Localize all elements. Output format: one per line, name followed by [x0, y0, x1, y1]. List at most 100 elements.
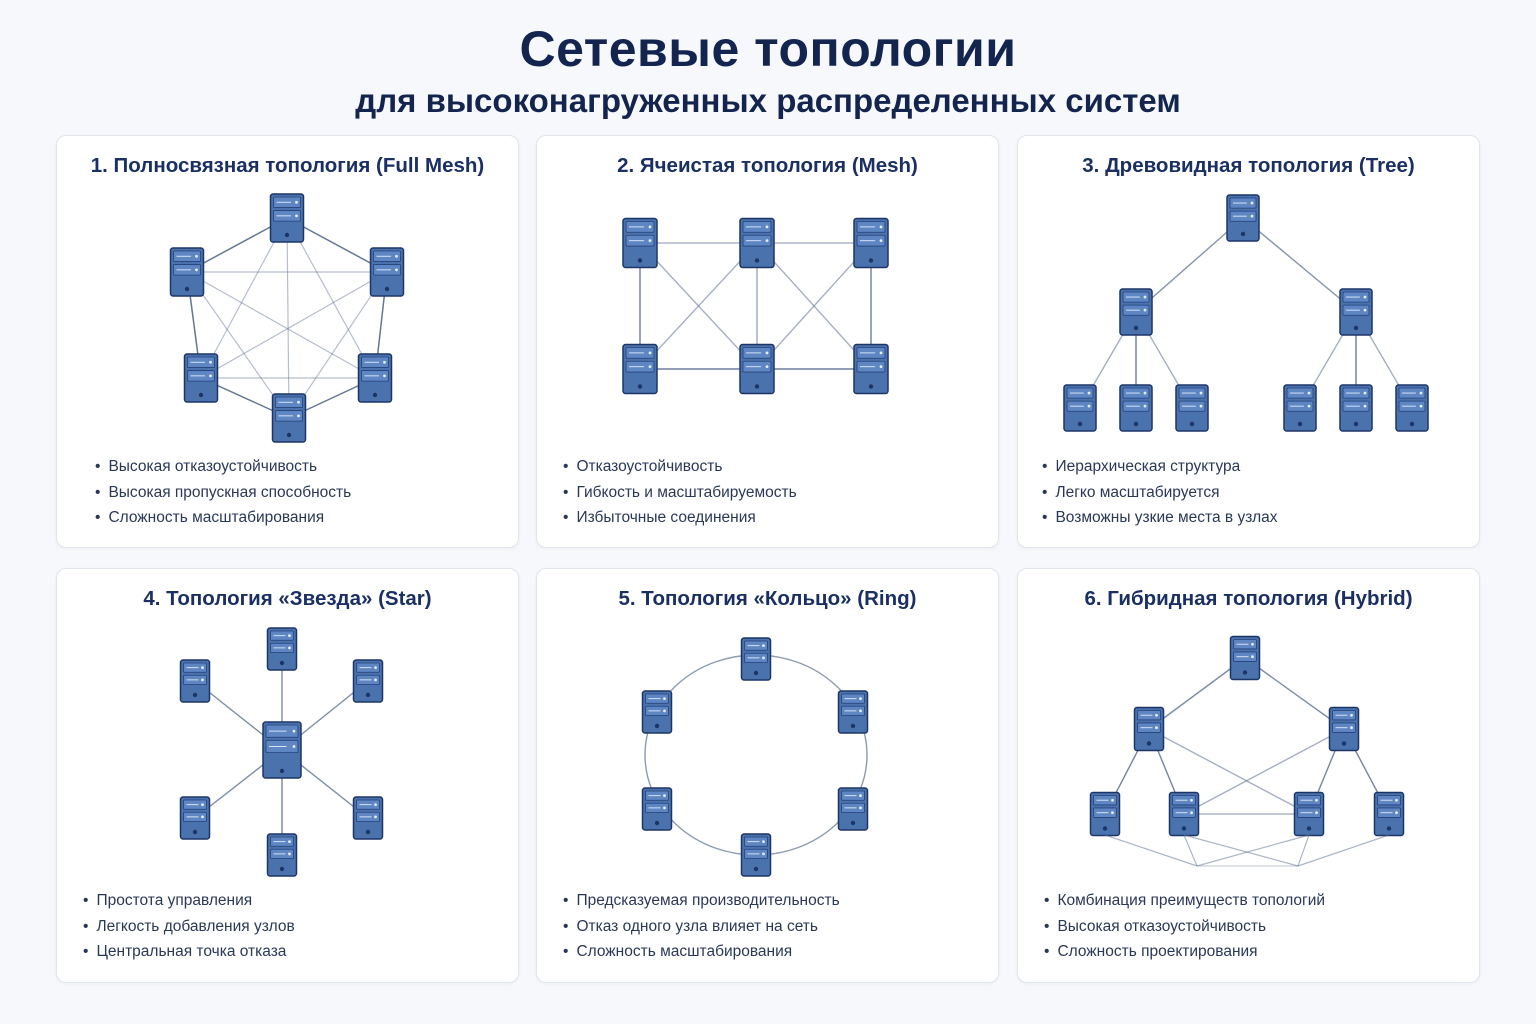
feature-list: Комбинация преимуществ топологий Высокая…	[1044, 888, 1325, 965]
feature-item: Легко масштабируется	[1042, 480, 1278, 506]
feature-item: Сложность масштабирования	[95, 505, 351, 531]
server-icon	[1328, 706, 1360, 752]
server-icon	[853, 217, 889, 269]
link-line	[756, 242, 872, 370]
full-mesh-diagram	[169, 193, 405, 443]
feature-list: Простота управления Легкость добавления …	[83, 888, 295, 965]
link-line	[186, 271, 290, 419]
server-icon	[740, 833, 772, 877]
server-icon	[1119, 288, 1153, 336]
link-line	[1148, 657, 1246, 730]
star-diagram	[179, 627, 384, 877]
server-icon	[1293, 791, 1325, 837]
card-ring: 5. Топология «Кольцо» (Ring) Предсказуем…	[536, 568, 999, 983]
feature-item: Высокая отказоустойчивость	[95, 454, 351, 480]
server-icon	[837, 787, 869, 831]
link-line	[1183, 728, 1345, 815]
server-icon	[739, 343, 775, 395]
feature-item: Высокая отказоустойчивость	[1044, 914, 1325, 940]
feature-list: Предсказуемая производительность Отказ о…	[563, 888, 840, 965]
server-icon	[622, 217, 658, 269]
link-line	[1242, 217, 1357, 313]
feature-item: Центральная точка отказа	[83, 939, 295, 965]
server-icon	[1175, 384, 1209, 432]
feature-list: Иерархическая структура Легко масштабиру…	[1042, 454, 1278, 531]
card-title: 2. Ячеистая топология (Mesh)	[617, 154, 918, 177]
server-icon	[1229, 635, 1261, 681]
server-icon	[1119, 384, 1153, 432]
server-icon	[183, 353, 219, 403]
link-line	[200, 217, 288, 379]
feature-item: Избыточные соединения	[563, 505, 797, 531]
link-line	[286, 217, 290, 419]
server-icon	[622, 343, 658, 395]
server-icon	[369, 247, 405, 297]
page-subtitle: для высоконагруженных распределенных сис…	[355, 82, 1181, 119]
server-icon	[1133, 706, 1165, 752]
feature-item: Предсказуемая производительность	[563, 888, 839, 914]
page-title: Сетевые топологии	[519, 21, 1017, 77]
link-line	[186, 271, 376, 379]
server-icon	[266, 833, 298, 877]
card-mesh: 2. Ячеистая топология (Mesh) Отказоустой…	[536, 135, 999, 548]
server-icon	[837, 690, 869, 734]
feature-item: Сложность проектирования	[1044, 939, 1325, 965]
feature-item: Отказоустойчивость	[563, 454, 797, 480]
card-star: 4. Топология «Звезда» (Star) Простота уп…	[56, 568, 519, 983]
server-icon	[1089, 791, 1121, 837]
server-icon	[1063, 384, 1097, 432]
card-title: 6. Гибридная топология (Hybrid)	[1084, 587, 1413, 610]
link-line	[1297, 834, 1390, 867]
server-icon	[740, 637, 772, 681]
server-icon	[1339, 384, 1373, 432]
feature-item: Возможны узкие места в узлах	[1042, 505, 1277, 531]
link-line	[1135, 217, 1244, 313]
card-tree: 3. Древовидная топология (Tree) Иерархич…	[1017, 135, 1480, 548]
server-icon	[1226, 194, 1260, 242]
feature-list: Высокая отказоустойчивость Высокая пропу…	[95, 454, 351, 531]
link-line	[1148, 728, 1310, 815]
ring-link	[644, 654, 868, 856]
link-line	[286, 217, 376, 379]
server-icon	[266, 627, 298, 671]
link-line	[288, 271, 388, 419]
card-title: 1. Полносвязная топология (Full Mesh)	[90, 154, 485, 177]
link-line	[200, 271, 388, 379]
ring-diagram	[641, 637, 869, 877]
card-hybrid: 6. Гибридная топология (Hybrid) Комбинац…	[1017, 568, 1480, 983]
server-icon	[641, 787, 673, 831]
link-line	[639, 242, 758, 370]
feature-item: Комбинация преимуществ топологий	[1044, 888, 1325, 914]
server-icon	[169, 247, 205, 297]
feature-item: Простота управления	[83, 888, 295, 914]
server-icon	[641, 690, 673, 734]
feature-item: Отказ одного узла влияет на сеть	[563, 914, 840, 940]
server-icon	[262, 721, 302, 779]
feature-item: Высокая пропускная способность	[95, 480, 351, 506]
link-line	[1183, 834, 1299, 867]
link-line	[1183, 834, 1198, 867]
server-icon	[1283, 384, 1317, 432]
link-line	[1244, 657, 1345, 730]
card-title: 4. Топология «Звезда» (Star)	[143, 587, 432, 610]
link-line	[1196, 834, 1310, 867]
server-icon	[1168, 791, 1200, 837]
hybrid-diagram	[1089, 635, 1405, 867]
server-icon	[853, 343, 889, 395]
server-icon	[179, 796, 211, 840]
server-icon	[179, 659, 211, 703]
feature-item: Иерархическая структура	[1042, 454, 1278, 480]
feature-item: Гибкость и масштабируемость	[563, 480, 796, 506]
feature-list: Отказоустойчивость Гибкость и масштабиру…	[563, 454, 797, 531]
server-icon	[1373, 791, 1405, 837]
server-icon	[357, 353, 393, 403]
card-full-mesh: 1. Полносвязная топология (Full Mesh) Вы…	[56, 135, 519, 548]
link-line	[1104, 834, 1198, 867]
feature-item: Легкость добавления узлов	[83, 914, 294, 940]
link-line	[1297, 834, 1310, 867]
server-icon	[352, 796, 384, 840]
server-icon	[1395, 384, 1429, 432]
mesh-diagram	[622, 217, 889, 395]
feature-item: Сложность масштабирования	[563, 939, 840, 965]
server-icon	[352, 659, 384, 703]
